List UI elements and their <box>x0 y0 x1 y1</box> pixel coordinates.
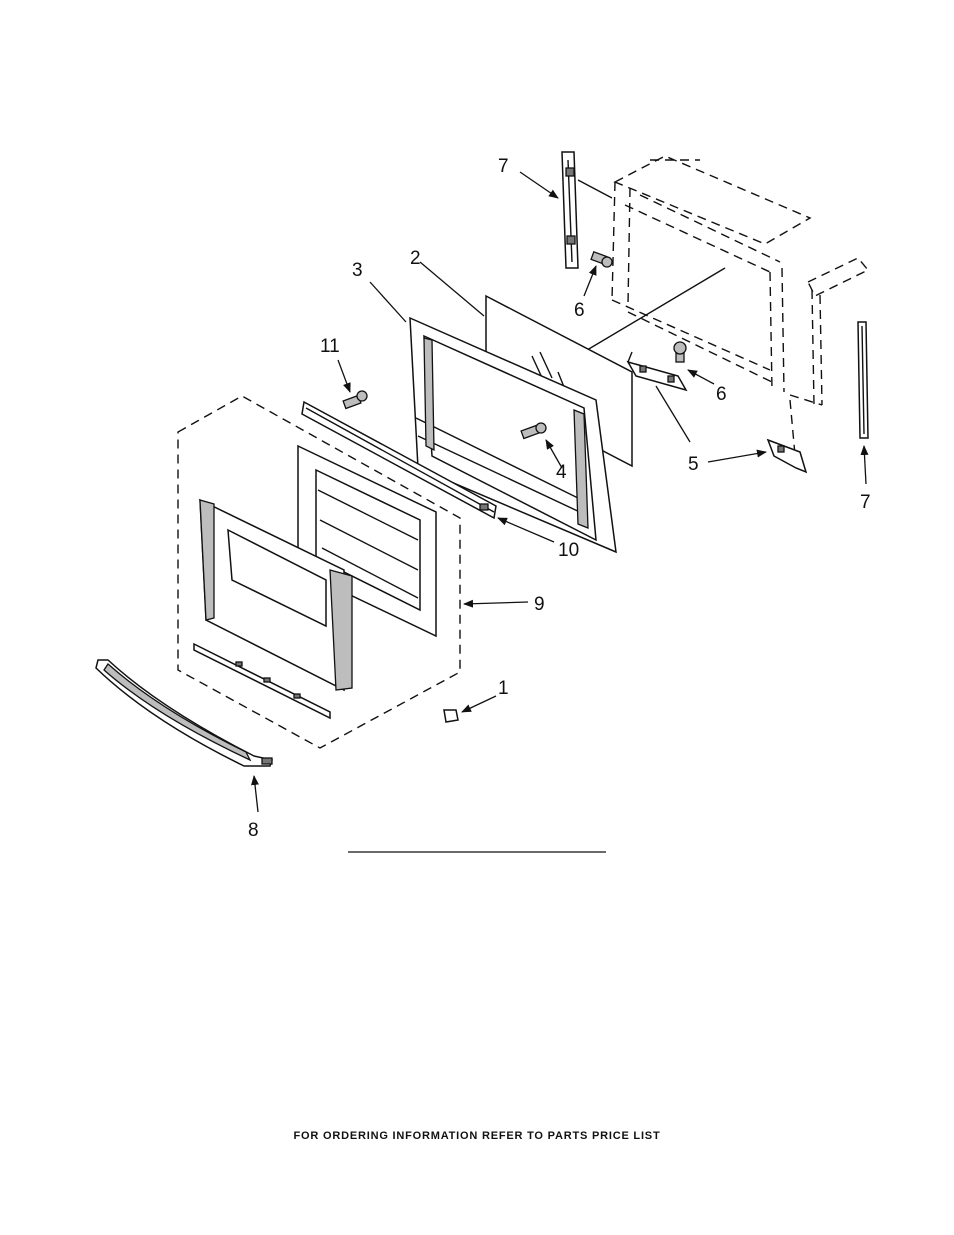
door-clip <box>443 709 459 723</box>
callout-6-upper: 6 <box>574 300 585 321</box>
oven-cavity-outline <box>539 155 870 456</box>
callout-1: 1 <box>498 678 509 699</box>
callout-3: 3 <box>352 260 363 281</box>
callout-10: 10 <box>558 540 579 561</box>
callout-8: 8 <box>248 820 259 841</box>
vent-screw <box>342 390 368 410</box>
door-vent-strip <box>301 400 497 520</box>
leader-lines <box>251 171 869 813</box>
callout-9: 9 <box>534 594 545 615</box>
ordering-info-footer: FOR ORDERING INFORMATION REFER TO PARTS … <box>293 1130 661 1142</box>
outer-door-assembly-group <box>177 395 461 749</box>
hinge-bracket-upper <box>626 351 688 392</box>
callout-5-left: 5 <box>688 454 699 475</box>
callout-2: 2 <box>410 248 421 269</box>
callout-4: 4 <box>556 462 567 483</box>
screw-lower <box>673 341 687 363</box>
screw-upper <box>590 251 613 268</box>
door-outer-panel <box>199 498 353 692</box>
door-bottom-trim <box>193 642 331 720</box>
callout-7-upper: 7 <box>498 156 509 177</box>
inner-door-frame <box>409 316 617 554</box>
side-trim-strip-right <box>857 321 869 439</box>
hinge-bracket-lower <box>766 438 808 474</box>
callout-6-lower: 6 <box>716 384 727 405</box>
door-inner-panel <box>297 444 437 638</box>
frame-screw <box>520 422 547 440</box>
callout-11: 11 <box>320 336 340 357</box>
door-handle <box>95 659 273 767</box>
side-trim-strip-left <box>561 151 579 269</box>
callout-7-right: 7 <box>860 492 871 513</box>
